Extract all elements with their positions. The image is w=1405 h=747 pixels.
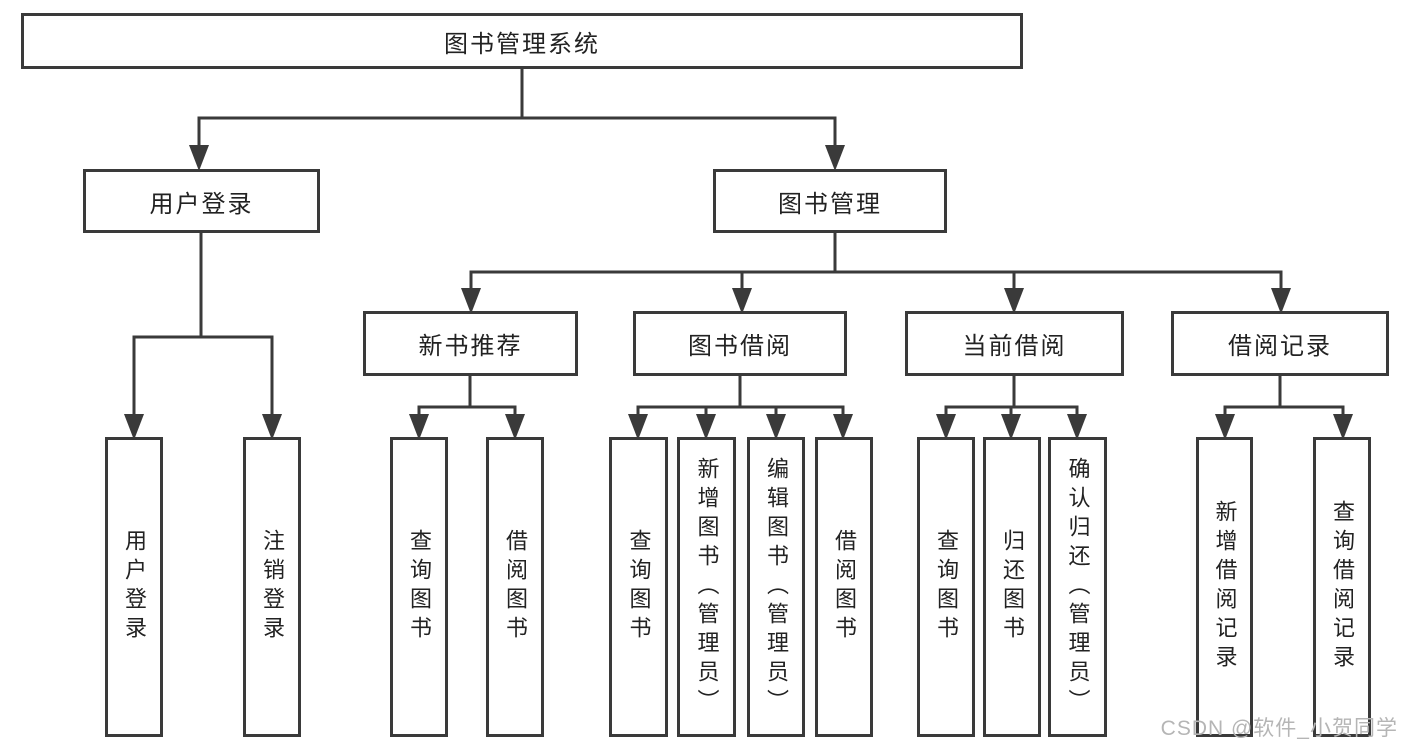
node-label: 用户登录 [149,190,254,218]
leaf-query-books-recommend: 查询图书 [390,437,448,737]
arrow-down-icon [189,145,209,171]
connector-user-login-to-leaves [124,233,282,440]
arrow-down-icon [409,414,429,440]
leaf-user-login: 用户登录 [105,437,163,737]
arrow-down-icon [505,414,525,440]
arrow-down-icon [732,288,752,314]
arrow-down-icon [1001,414,1021,440]
leaf-label: 查询借阅记录 [1330,500,1355,674]
node-label: 图书借阅 [688,333,792,360]
leaf-label: 借阅图书 [503,529,528,645]
leaf-label: 用户登录 [122,529,147,645]
node-current-borrow: 当前借阅 [905,311,1124,376]
leaf-label: 注销登录 [260,529,285,645]
connector-current-borrow-to-leaves [936,376,1087,440]
leaf-borrow-books: 借阅图书 [815,437,873,737]
leaf-label: 查询图书 [626,529,652,645]
leaf-return-books: 归还图书 [983,437,1041,737]
connector-book-borrow-to-leaves [628,376,853,440]
leaf-edit-books-admin: 编辑图书（管理员） [747,437,805,737]
leaf-label: 编辑图书（管理员） [764,456,789,718]
arrow-down-icon [936,414,956,440]
leaf-query-books-current: 查询图书 [917,437,975,737]
node-label: 图书管理系统 [444,30,600,58]
node-book-management: 图书管理 [713,169,947,233]
node-new-book-recommend: 新书推荐 [363,311,578,376]
connector-book-management-to-level3 [461,233,1291,314]
leaf-add-books-admin: 新增图书（管理员） [677,437,736,737]
leaf-confirm-return-admin: 确认归还（管理员） [1048,437,1107,737]
arrow-down-icon [1067,414,1087,440]
csdn-watermark: CSDN @软件_小贺同学 [1160,717,1398,740]
node-borrow-record: 借阅记录 [1171,311,1389,376]
arrow-down-icon [1215,414,1235,440]
arrow-down-icon [461,288,481,314]
connector-root-to-level2 [189,69,845,171]
arrow-down-icon [124,414,144,440]
connector-borrow-record-to-leaves [1215,376,1353,440]
leaf-label: 查询图书 [407,529,432,645]
leaf-label: 查询图书 [934,529,959,645]
arrow-down-icon [1271,288,1291,314]
node-root-system: 图书管理系统 [21,13,1023,69]
arrow-down-icon [1004,288,1024,314]
node-book-borrow: 图书借阅 [633,311,847,376]
arrow-down-icon [825,145,845,171]
leaf-label: 新增图书（管理员） [694,456,720,718]
arrow-down-icon [1333,414,1353,440]
arrow-down-icon [833,414,853,440]
connector-new-book-to-leaves [409,376,525,440]
node-user-login: 用户登录 [83,169,320,233]
leaf-add-borrow-record: 新增借阅记录 [1196,437,1253,737]
node-label: 图书管理 [778,190,882,218]
leaf-borrow-books-recommend: 借阅图书 [486,437,544,737]
leaf-query-borrow-record: 查询借阅记录 [1313,437,1371,737]
leaf-label: 归还图书 [1000,529,1025,645]
arrow-down-icon [262,414,282,440]
leaf-logout: 注销登录 [243,437,301,737]
node-label: 新书推荐 [418,333,523,360]
node-label: 借阅记录 [1228,333,1332,360]
arrow-down-icon [766,414,786,440]
node-label: 当前借阅 [962,333,1067,360]
leaf-label: 借阅图书 [832,529,857,645]
leaf-label: 确认归还（管理员） [1065,456,1091,718]
arrow-down-icon [696,414,716,440]
leaf-query-books-borrow: 查询图书 [609,437,668,737]
leaf-label: 新增借阅记录 [1212,500,1238,674]
arrow-down-icon [628,414,648,440]
